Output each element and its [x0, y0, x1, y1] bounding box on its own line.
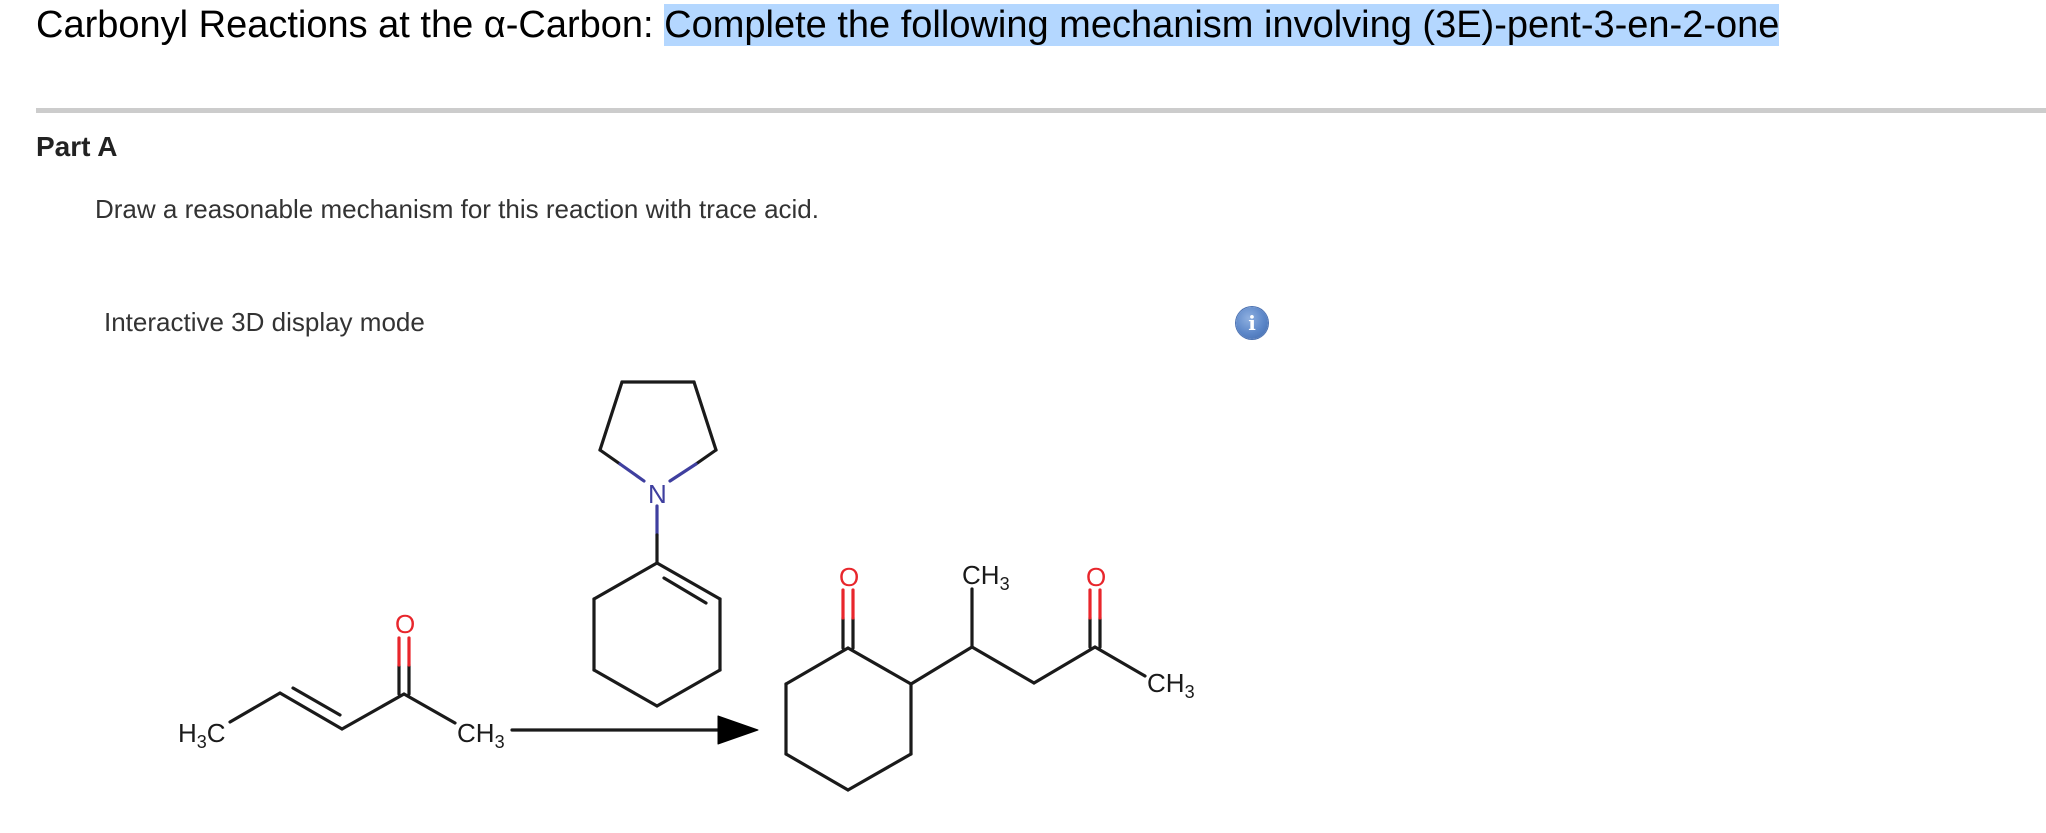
reagent-enamine: [592, 380, 722, 708]
product-terminal-methyl-label: CH3: [1147, 668, 1195, 702]
info-glyph: i: [1248, 311, 1256, 335]
reagent-nitrogen-label: N: [648, 479, 667, 509]
header-divider: [36, 108, 2046, 113]
page-title: Carbonyl Reactions at the α-Carbon: Comp…: [36, 0, 1780, 52]
reactant-left-methyl-label: H3C: [178, 718, 226, 752]
question-prompt: Draw a reasonable mechanism for this rea…: [95, 194, 819, 224]
reactant-oxygen-label: O: [395, 609, 415, 639]
part-title: Part A: [36, 131, 118, 162]
reaction-arrow: [510, 715, 759, 745]
product-diketone: [784, 587, 1147, 792]
title-prefix: Carbonyl Reactions at the α-Carbon:: [36, 4, 665, 46]
display-mode-label: Interactive 3D display mode: [104, 307, 425, 337]
info-icon[interactable]: i: [1236, 307, 1268, 339]
product-ring-oxygen-label: O: [839, 562, 859, 592]
reactant-right-methyl-label: CH3: [457, 718, 505, 752]
product-ketone-oxygen-label: O: [1086, 562, 1106, 592]
reactant-enone: [228, 636, 457, 731]
title-highlighted-text[interactable]: Complete the following mechanism involvi…: [664, 4, 1780, 46]
product-branch-methyl-label: CH3: [962, 560, 1010, 594]
